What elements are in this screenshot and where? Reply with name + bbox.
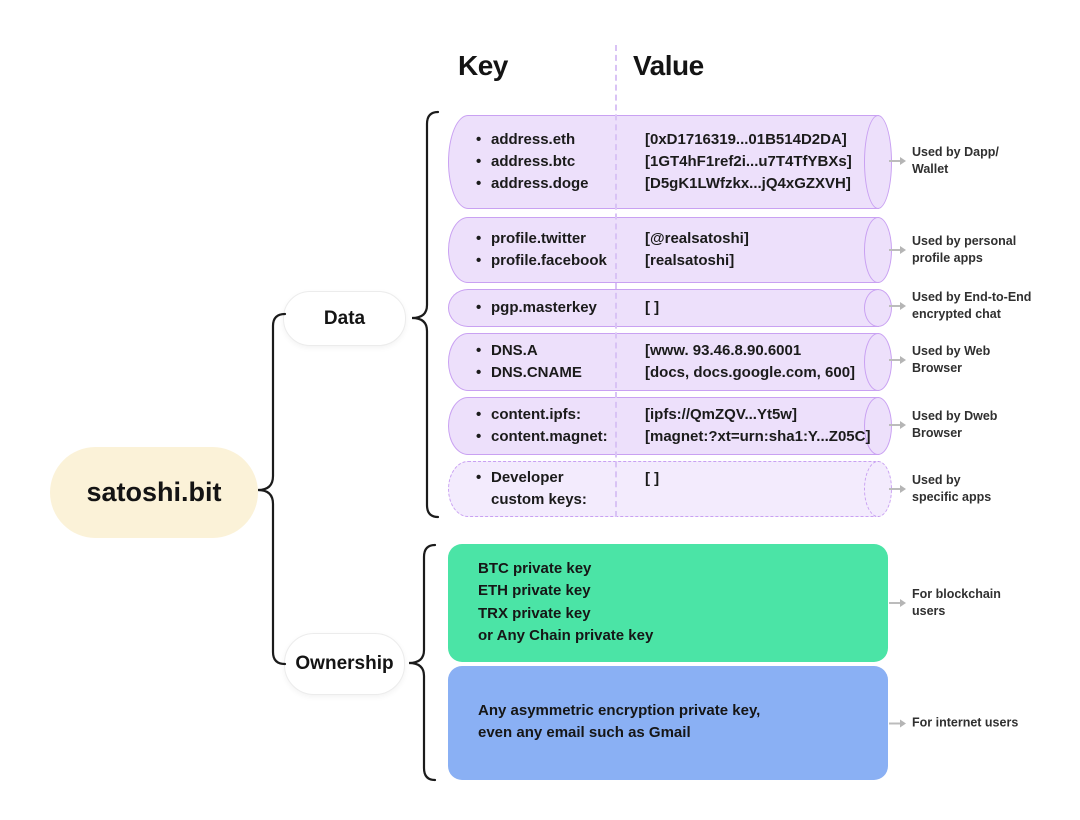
record-row-pgp: pgp.masterkey [ ]	[448, 289, 892, 327]
cylinder-end-cap-dashed	[864, 461, 892, 517]
cylinder-end-cap	[864, 397, 892, 455]
annotation-dapp-wallet: Used by Dapp/ Wallet	[889, 144, 999, 178]
value-item: [magnet:?xt=urn:sha1:Y...Z05C]	[645, 428, 871, 445]
annotation-line: Used by Web	[912, 344, 991, 358]
value-item: [0xD1716319...01B514D2DA]	[645, 131, 847, 148]
annotation-line: Used by End-to-End	[912, 290, 1032, 304]
card-line: even any email such as Gmail	[478, 724, 691, 742]
value-item: [D5gK1LWfzkx...jQ4xGZXVH]	[645, 175, 851, 192]
root-node: satoshi.bit	[50, 447, 258, 538]
value-column-header: Value	[633, 50, 704, 81]
ownership-card-blockchain: BTC private key ETH private key TRX priv…	[448, 544, 888, 662]
value-item: [realsatoshi]	[645, 252, 735, 269]
row-keys: content.ipfs: content.magnet:	[476, 404, 645, 448]
dashed-arrow-icon	[889, 599, 906, 607]
annotation-dweb-browser: Used by Dweb Browser	[889, 408, 997, 442]
row-values: [0xD1716319...01B514D2DA] [1GT4hF1ref2i.…	[645, 129, 852, 195]
key-column-header: Key	[458, 50, 508, 81]
key-item: DNS.CNAME	[476, 362, 645, 384]
cylinder-end-cap	[864, 333, 892, 391]
row-keys: profile.twitter profile.facebook	[476, 228, 645, 272]
annotation-line: Browser	[912, 361, 963, 375]
annotation-line: specific apps	[912, 490, 992, 504]
value-item: [ ]	[645, 470, 660, 487]
dashed-arrow-icon	[889, 421, 906, 429]
annotation-line: For internet users	[912, 715, 1019, 730]
key-item: profile.facebook	[476, 250, 645, 272]
ownership-brace	[408, 543, 437, 782]
annotation-internet-users: For internet users	[889, 715, 1018, 732]
value-item: [ipfs://QmZQV...Yt5w]	[645, 406, 797, 423]
annotation-line: For blockchain	[912, 587, 1001, 601]
record-row-content: content.ipfs: content.magnet: [ipfs://Qm…	[448, 397, 892, 455]
annotation-specific-apps: Used by specific apps	[889, 472, 991, 506]
dashed-arrow-icon	[889, 302, 906, 310]
row-values: [www. 93.46.8.90.6001 [docs, docs.google…	[645, 340, 855, 384]
annotation-line: Wallet	[912, 162, 949, 176]
card-line: ETH private key	[478, 582, 591, 600]
value-item: [ ]	[645, 299, 660, 316]
dashed-arrow-icon	[889, 485, 906, 493]
annotation-line: Used by	[912, 473, 961, 487]
key-item: DNS.A	[476, 340, 645, 362]
row-keys: Developer custom keys:	[476, 467, 645, 511]
root-node-label: satoshi.bit	[86, 477, 222, 507]
dashed-arrow-icon	[889, 246, 906, 254]
annotation-line: Used by Dapp/	[912, 145, 999, 159]
key-item: Developer	[476, 467, 645, 489]
branch-node-ownership: Ownership	[284, 633, 405, 695]
annotation-line: users	[912, 604, 946, 618]
row-keys: pgp.masterkey	[476, 297, 645, 319]
branch-node-data: Data	[283, 291, 406, 346]
row-values: [@realsatoshi] [realsatoshi]	[645, 228, 850, 272]
row-values: [ipfs://QmZQV...Yt5w] [magnet:?xt=urn:sh…	[645, 404, 870, 448]
record-row-profiles: profile.twitter profile.facebook [@reals…	[448, 217, 892, 283]
value-item: [www. 93.46.8.90.6001	[645, 342, 802, 359]
key-item: address.doge	[476, 173, 645, 195]
record-row-custom-keys: Developer custom keys: [ ]	[448, 461, 892, 517]
dashed-arrow-icon	[889, 719, 906, 727]
annotation-line: profile apps	[912, 251, 983, 265]
annotation-line: Used by Dweb	[912, 409, 998, 423]
card-line: Any asymmetric encryption private key,	[478, 702, 761, 719]
annotation-line: Used by personal	[912, 234, 1017, 248]
annotation-line: encrypted chat	[912, 307, 1001, 321]
cylinder-end-cap	[864, 115, 892, 209]
data-brace	[411, 110, 440, 519]
value-item: [@realsatoshi]	[645, 230, 749, 247]
key-item: address.eth	[476, 129, 645, 151]
key-value-divider-line	[615, 45, 617, 517]
annotation-encrypted-chat: Used by End-to-End encrypted chat	[889, 289, 1031, 323]
cylinder-end-cap	[864, 289, 892, 327]
value-item: [docs, docs.google.com, 600]	[645, 364, 856, 381]
annotation-line: Browser	[912, 426, 963, 440]
cylinder-end-cap	[864, 217, 892, 283]
annotation-blockchain-users: For blockchain users	[889, 586, 1001, 620]
record-row-dns: DNS.A DNS.CNAME [www. 93.46.8.90.6001 [d…	[448, 333, 892, 391]
annotation-web-browser: Used by Web Browser	[889, 343, 990, 377]
row-values: [ ]	[645, 297, 850, 319]
card-line: or Any Chain private key	[478, 627, 654, 645]
key-item: pgp.masterkey	[476, 297, 645, 319]
value-item: [1GT4hF1ref2i...u7T4TfYBXs]	[645, 153, 852, 170]
key-item: content.magnet:	[476, 426, 645, 448]
key-item-continued: custom keys:	[491, 491, 587, 508]
key-item: profile.twitter	[476, 228, 645, 250]
key-item: content.ipfs:	[476, 404, 645, 426]
card-line: TRX private key	[478, 604, 591, 622]
root-brace	[257, 312, 287, 666]
key-item: address.btc	[476, 151, 645, 173]
row-keys: DNS.A DNS.CNAME	[476, 340, 645, 384]
annotation-profile-apps: Used by personal profile apps	[889, 233, 1016, 267]
branch-data-label: Data	[323, 307, 366, 329]
branch-ownership-label: Ownership	[295, 653, 394, 674]
dashed-arrow-icon	[889, 356, 906, 364]
record-row-addresses: address.eth address.btc address.doge [0x…	[448, 115, 892, 209]
ownership-card-internet: Any asymmetric encryption private key, e…	[448, 666, 888, 780]
dashed-arrow-icon	[889, 157, 906, 165]
row-keys: address.eth address.btc address.doge	[476, 129, 645, 195]
card-line: BTC private key	[478, 560, 592, 577]
row-values: [ ]	[645, 468, 850, 490]
